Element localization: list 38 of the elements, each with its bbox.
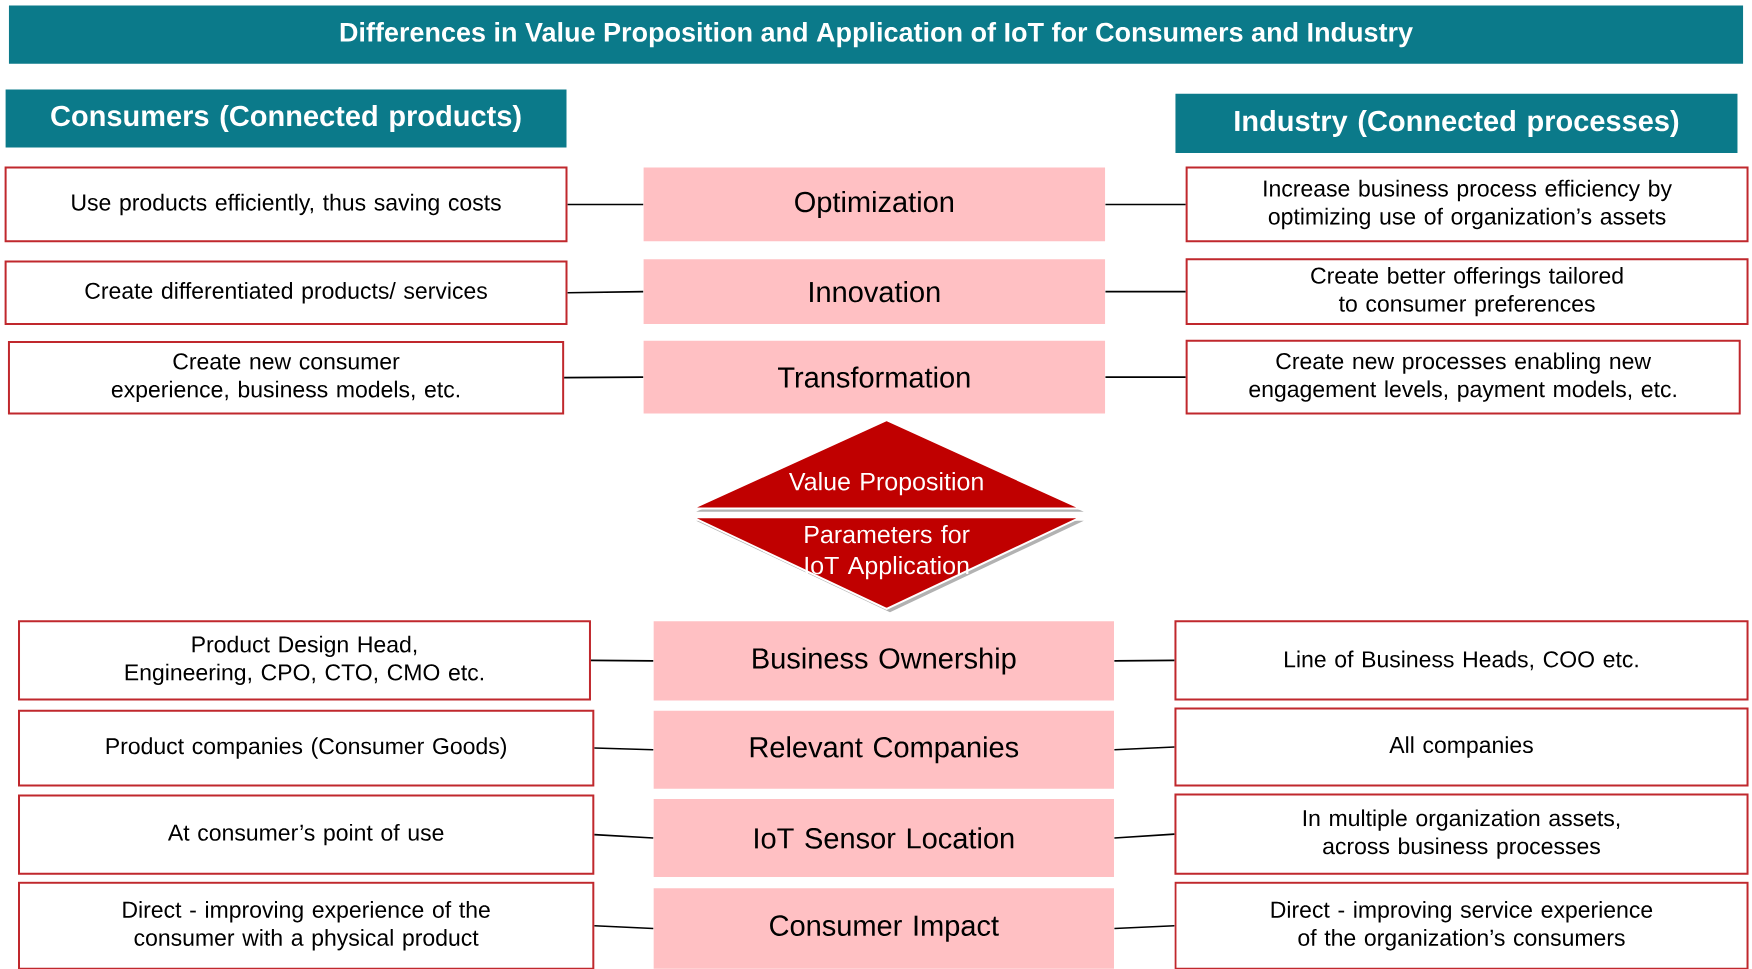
connector-line — [593, 833, 655, 839]
column-header: Industry (Connected processes) — [1175, 93, 1738, 154]
parameter-box: Optimization — [643, 167, 1106, 242]
connector-line — [1104, 290, 1187, 293]
description-box: At consumer’s point of use — [18, 794, 595, 875]
description-box: Create differentiated products/ services — [4, 260, 568, 326]
description-box: Direct - improving experience of the consumer with a physical product — [18, 881, 595, 969]
connector-line — [566, 290, 644, 294]
connector-line — [1113, 746, 1176, 751]
description-box: Increase business process efficiency by optimizing use of organization’s assets — [1185, 166, 1749, 243]
description-box: All companies — [1174, 707, 1749, 787]
parameter-box: Transformation — [643, 340, 1106, 414]
connector-line — [593, 924, 655, 930]
connector-line — [1104, 203, 1187, 206]
description-box: Product Design Head, Engineering, CPO, CTO, CMO etc. — [18, 620, 591, 701]
description-box: In multiple organization assets, across business processes — [1174, 793, 1749, 875]
connector-line — [593, 747, 655, 751]
parameter-box: Consumer Impact — [653, 888, 1114, 969]
connector-line — [1113, 924, 1176, 930]
column-header: Consumers (Connected products) — [5, 89, 567, 148]
description-box: Create new consumer experience, business models, etc. — [7, 340, 565, 415]
connector-line — [590, 659, 655, 662]
parameter-box: Innovation — [643, 259, 1106, 325]
connector-line — [563, 376, 644, 379]
description-box: Direct - improving service experience of the organization’s consumers — [1174, 881, 1749, 969]
description-box: Use products efficiently, thus saving costs — [4, 166, 568, 243]
title-bar: Differences in Value Proposition and Application of IoT for Consumers and Industry — [8, 5, 1744, 64]
parameter-box: IoT Sensor Location — [653, 798, 1114, 878]
connector-line — [1113, 833, 1176, 839]
parameter-box: Business Ownership — [653, 621, 1114, 701]
description-box: Create better offerings tailored to consumer preferences — [1185, 258, 1749, 326]
description-box: Product companies (Consumer Goods) — [18, 709, 595, 787]
parameter-box: Relevant Companies — [653, 710, 1114, 789]
connector-line — [1104, 376, 1187, 378]
description-box: Create new processes enabling new engagement levels, payment models, etc. — [1185, 339, 1741, 415]
description-box: Line of Business Heads, COO etc. — [1174, 620, 1749, 701]
connector-line — [566, 203, 644, 206]
connector-line — [1113, 659, 1176, 662]
